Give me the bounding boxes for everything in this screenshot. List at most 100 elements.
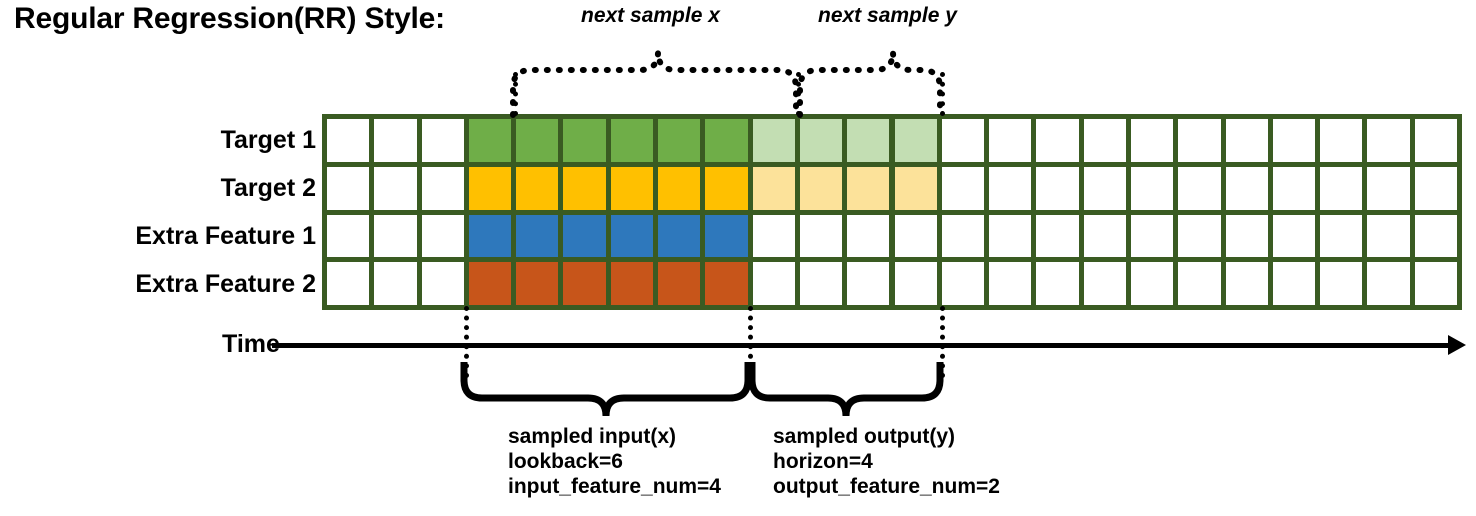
grid-cell-input <box>516 166 559 210</box>
grid-cell-input <box>563 214 606 258</box>
grid-cell-empty <box>1225 166 1268 210</box>
grid-cell-output <box>752 119 795 162</box>
grid-cell-input <box>705 166 748 210</box>
grid-cell-input <box>563 166 606 210</box>
grid-cell-empty <box>752 214 795 258</box>
grid-cell-empty <box>1178 119 1221 162</box>
guide-line-output-end-bottom <box>940 306 945 378</box>
grid-cell-empty <box>421 119 464 162</box>
annotation-next-sample-x: next sample x <box>581 4 720 27</box>
grid-cell-empty <box>989 119 1032 162</box>
grid-cell-empty <box>1083 166 1126 210</box>
grid-cell-input <box>610 214 654 258</box>
grid-cell-input <box>468 214 512 258</box>
brace-sampled-input <box>460 362 752 417</box>
grid-cell-empty <box>374 119 417 162</box>
grid-cell-empty <box>941 166 985 210</box>
grid-cell-empty <box>1272 166 1316 210</box>
grid-cell-empty <box>941 214 985 258</box>
grid-cell-empty <box>1414 119 1457 162</box>
grid-cell-empty <box>1083 214 1126 258</box>
grid-cell-empty <box>1367 214 1410 258</box>
guide-line-input-start-top <box>513 72 518 116</box>
grid-cell-empty <box>1225 214 1268 258</box>
page-title: Regular Regression(RR) Style: <box>14 2 445 35</box>
guide-line-input-end-top <box>796 72 801 116</box>
grid-cell-empty <box>894 214 937 258</box>
grid-cell-empty <box>1225 262 1268 305</box>
grid-cell-empty <box>1178 262 1221 305</box>
row-label-extra-feature-1: Extra Feature 1 <box>135 222 316 250</box>
grid-cell-empty <box>894 262 937 305</box>
grid-cell-empty <box>327 166 370 210</box>
grid-cell-empty <box>374 214 417 258</box>
grid-cell-empty <box>1320 262 1363 305</box>
grid-cell-input <box>610 119 654 162</box>
row-label-target-1: Target 1 <box>220 126 316 154</box>
brace-sampled-output <box>748 362 944 417</box>
grid-cell-empty <box>989 214 1032 258</box>
grid-cell-empty <box>1036 214 1079 258</box>
sampled-input-title: sampled input(x) <box>508 425 677 448</box>
grid-cell-input <box>658 214 701 258</box>
grid-cell-empty <box>752 262 795 305</box>
grid-cell-empty <box>847 262 890 305</box>
grid-cell-empty <box>1320 119 1363 162</box>
grid-cell-empty <box>1320 166 1363 210</box>
sampled-input-feature-num: input_feature_num=4 <box>508 475 721 498</box>
grid-cell-input <box>516 262 559 305</box>
grid-cell-empty <box>941 119 985 162</box>
annotation-sampled-output: sampled output(y) horizon=4 output_featu… <box>773 424 1000 499</box>
grid-cell-input <box>658 166 701 210</box>
grid-cell-empty <box>799 262 843 305</box>
grid-cell-empty <box>421 166 464 210</box>
grid-cell-input <box>563 262 606 305</box>
grid-cell-empty <box>1272 119 1316 162</box>
grid-cell-input <box>658 119 701 162</box>
grid-cell-empty <box>1320 214 1363 258</box>
grid-cell-empty <box>421 214 464 258</box>
grid-cell-empty <box>327 119 370 162</box>
grid-cell-input <box>610 262 654 305</box>
grid-cell-empty <box>1036 119 1079 162</box>
grid-cell-empty <box>1130 214 1174 258</box>
grid-cell-empty <box>1414 262 1457 305</box>
grid-cell-input <box>468 262 512 305</box>
grid-cell-empty <box>327 214 370 258</box>
grid-cell-input <box>705 214 748 258</box>
time-axis-label: Time <box>222 330 280 358</box>
grid-cell-empty <box>989 262 1032 305</box>
sampled-output-horizon: horizon=4 <box>773 450 873 473</box>
grid-cell-output <box>752 166 795 210</box>
grid-cell-input <box>516 119 559 162</box>
time-axis-arrow-icon <box>1448 335 1466 355</box>
guide-line-output-end-top <box>940 72 945 116</box>
grid-cell-empty <box>1367 262 1410 305</box>
grid-cell-output <box>799 119 843 162</box>
sampled-input-lookback: lookback=6 <box>508 450 623 473</box>
grid-cell-empty <box>327 262 370 305</box>
grid-cell-input <box>468 166 512 210</box>
grid-cell-empty <box>1130 119 1174 162</box>
grid-cell-empty <box>1367 119 1410 162</box>
grid-cell-output <box>894 166 937 210</box>
grid-cell-empty <box>1130 262 1174 305</box>
grid-cell-input <box>563 119 606 162</box>
grid-cell-input <box>658 262 701 305</box>
grid-cell-empty <box>1367 166 1410 210</box>
grid-cell-empty <box>799 214 843 258</box>
grid-cell-empty <box>1130 166 1174 210</box>
grid-cell-empty <box>1272 262 1316 305</box>
grid-cell-input <box>468 119 512 162</box>
grid-cell-empty <box>1414 166 1457 210</box>
grid-cell-output <box>847 166 890 210</box>
guide-line-input-end-bottom <box>748 306 753 378</box>
grid-cell-empty <box>847 214 890 258</box>
grid-cell-input <box>705 119 748 162</box>
row-label-target-2: Target 2 <box>220 174 316 202</box>
grid-cell-empty <box>989 166 1032 210</box>
grid-cell-empty <box>421 262 464 305</box>
brace-next-sample-y <box>797 51 943 118</box>
timeseries-grid <box>322 114 1462 310</box>
grid-cell-empty <box>1036 262 1079 305</box>
